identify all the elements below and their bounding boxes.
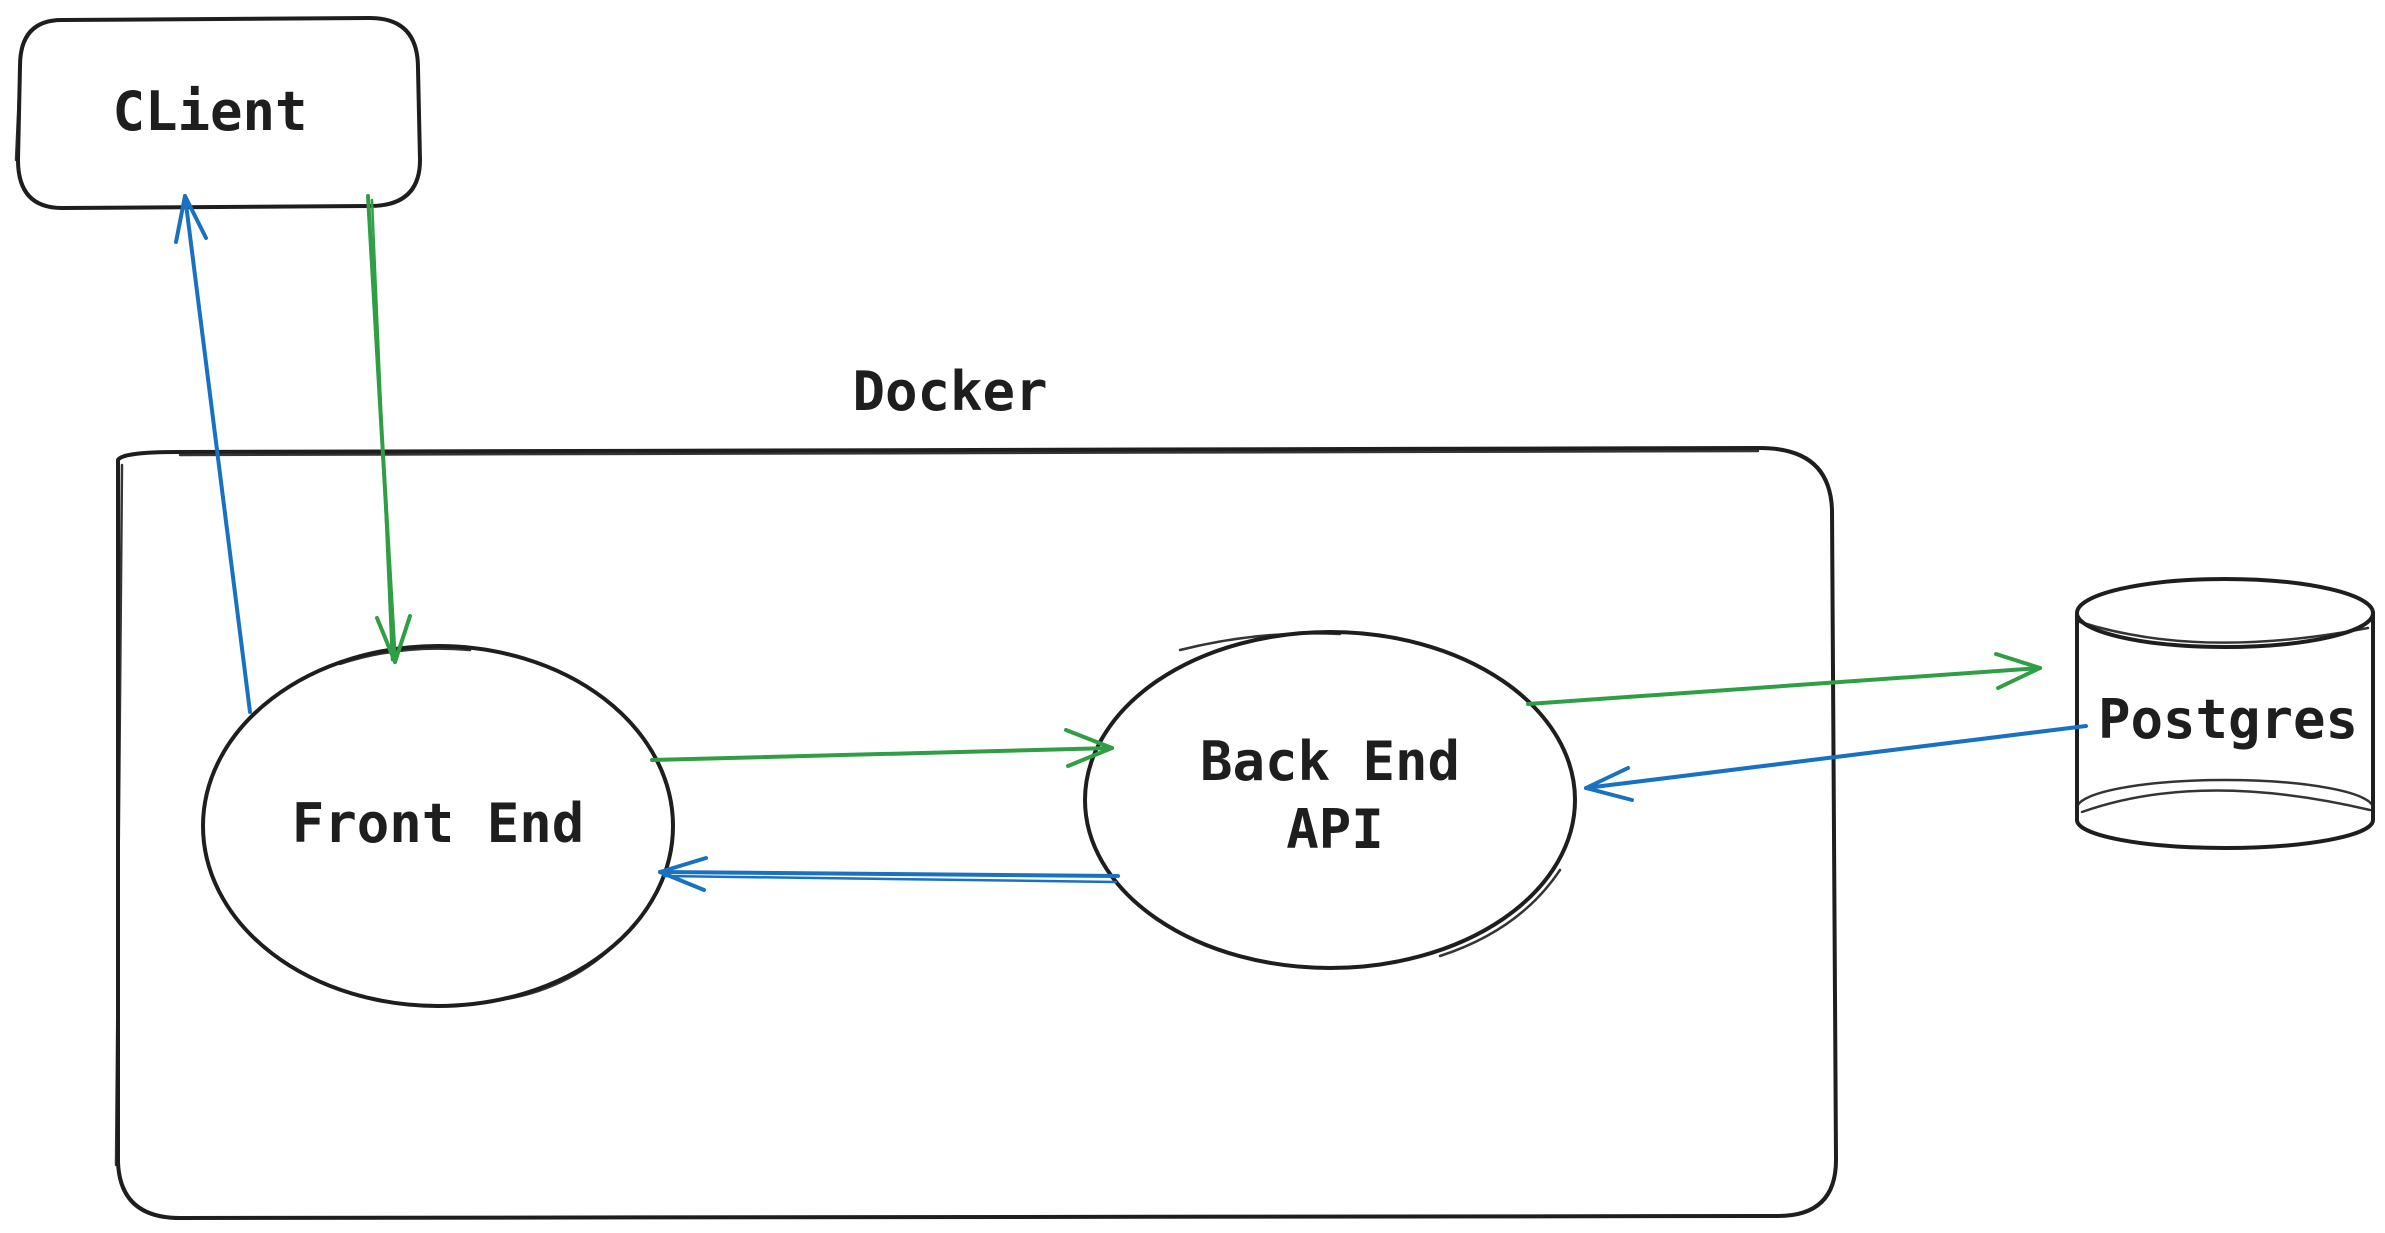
- postgres-label: Postgres: [2098, 688, 2358, 751]
- docker-label: Docker: [852, 360, 1047, 423]
- back-end-label-line2: API: [1286, 798, 1384, 861]
- arrow-back-end-to-postgres: [1526, 652, 2042, 706]
- front-end-label: Front End: [292, 792, 585, 855]
- arrow-postgres-to-back-end: [1584, 724, 2088, 802]
- postgres-node[interactable]: [2075, 577, 2375, 850]
- arrow-client-to-front-end: [366, 194, 412, 664]
- arrow-back-end-to-front-end: [658, 856, 1120, 892]
- front-end-node[interactable]: [201, 644, 675, 1008]
- arrow-front-end-to-back-end: [650, 728, 1114, 768]
- back-end-label-line1: Back End: [1200, 730, 1460, 793]
- arrow-front-end-to-client: [174, 194, 252, 714]
- back-end-node[interactable]: [1083, 630, 1577, 970]
- client-label: CLient: [112, 80, 307, 143]
